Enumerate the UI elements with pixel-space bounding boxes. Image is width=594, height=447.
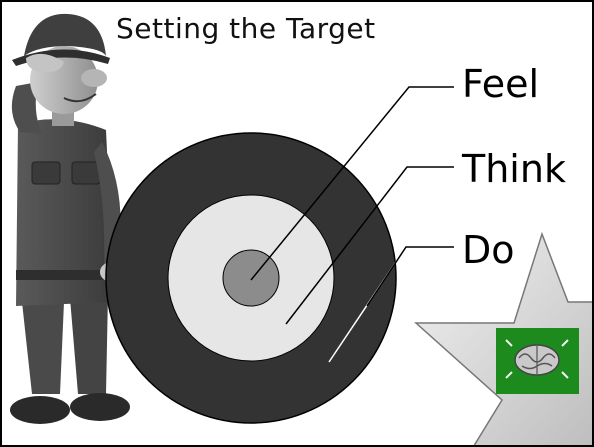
target-label-think: Think bbox=[462, 150, 566, 188]
soldier-icon bbox=[10, 14, 130, 424]
brain-icon bbox=[496, 328, 579, 394]
target-label-feel: Feel bbox=[462, 65, 539, 103]
target-ring-feel bbox=[223, 250, 279, 306]
slide-title: Setting the Target bbox=[116, 12, 376, 45]
target-label-do: Do bbox=[462, 231, 515, 269]
target bbox=[106, 133, 396, 423]
